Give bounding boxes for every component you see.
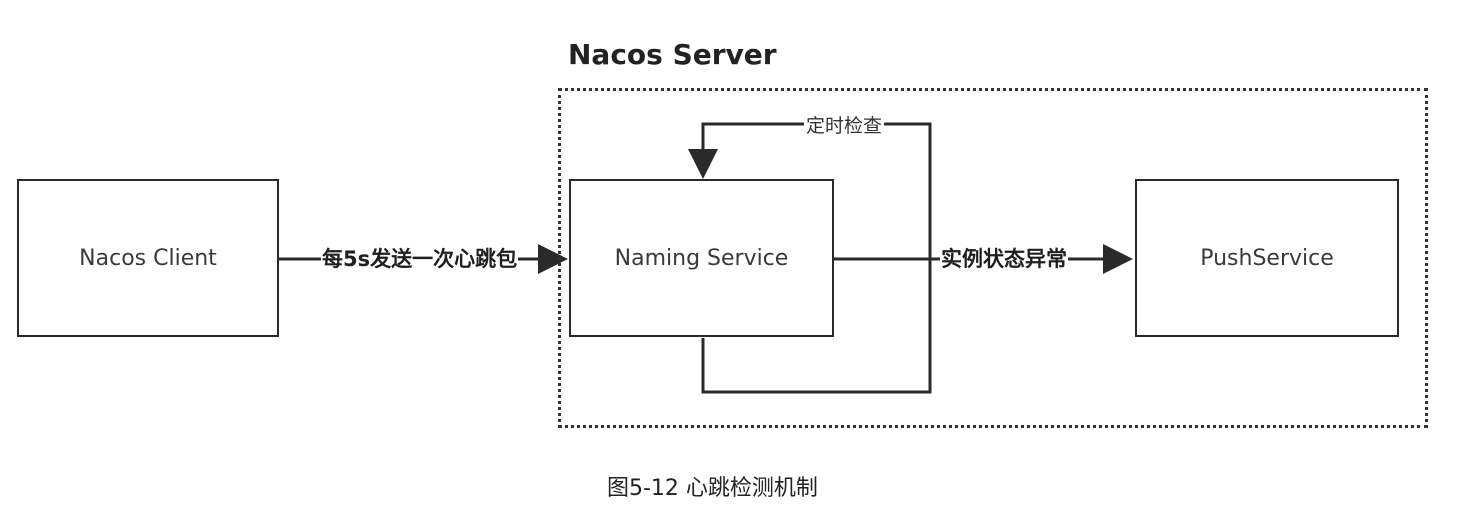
timer-check-label: 定时检查 <box>804 114 885 138</box>
push-service-label: PushService <box>1200 245 1334 271</box>
figure-caption: 图5-12 心跳检测机制 <box>607 476 818 501</box>
push-service-node: PushService <box>1135 179 1399 337</box>
nacos-client-label: Nacos Client <box>79 245 217 271</box>
heartbeat-edge-label: 每5s发送一次心跳包 <box>321 245 519 273</box>
server-group-frame <box>558 88 1428 428</box>
server-group-title: Nacos Server <box>568 38 777 71</box>
abnormal-edge-label: 实例状态异常 <box>940 245 1068 273</box>
nacos-client-node: Nacos Client <box>17 179 279 337</box>
naming-service-label: Naming Service <box>614 245 789 271</box>
timer-check-loop <box>688 122 932 394</box>
naming-service-node: Naming Service <box>569 179 834 337</box>
